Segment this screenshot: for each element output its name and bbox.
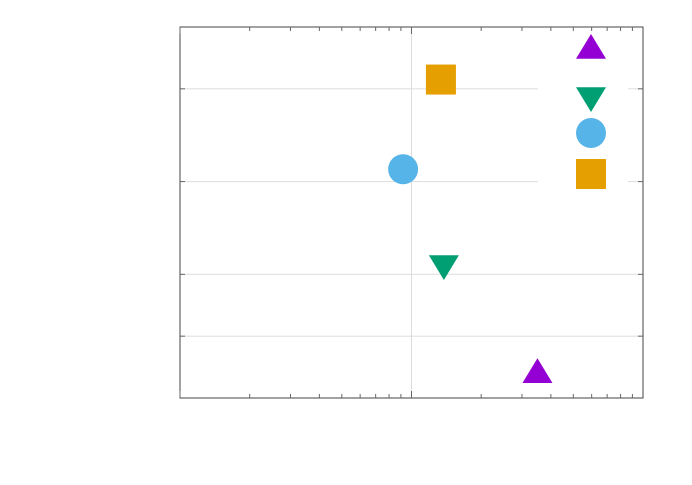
data-point-square — [425, 64, 456, 95]
legend-marker-circle — [576, 118, 606, 148]
data-point-triangle-down — [428, 255, 459, 281]
legend-marker-triangle-up — [576, 34, 606, 59]
data-point-circle — [388, 154, 419, 185]
legend-marker-square — [576, 159, 606, 189]
data-point-triangle-up — [522, 358, 553, 384]
legend-marker-triangle-down — [576, 87, 606, 112]
